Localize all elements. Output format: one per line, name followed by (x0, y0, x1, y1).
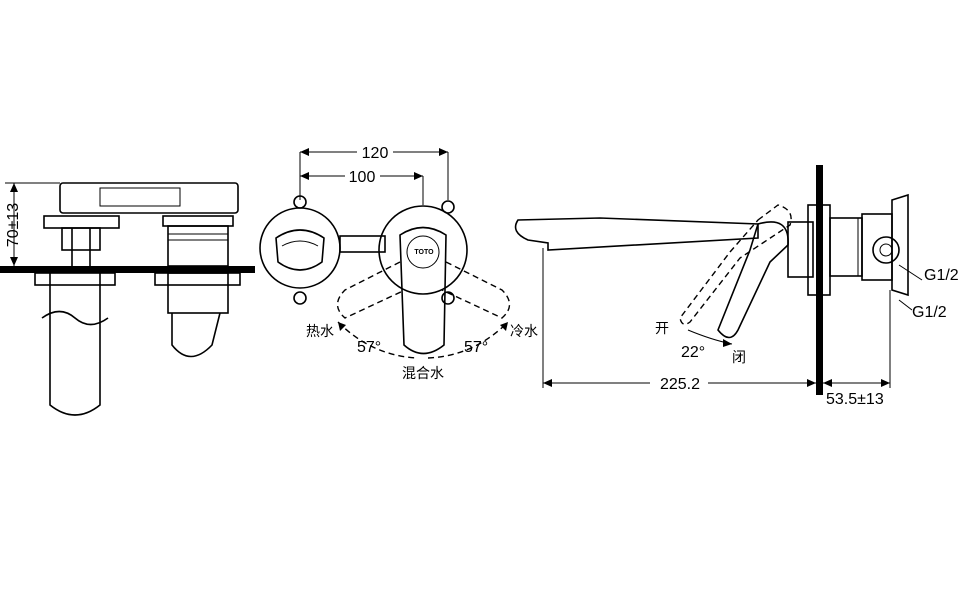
left-pipe-collar (34, 272, 116, 286)
handle-side (717, 221, 789, 339)
right-flange (162, 215, 234, 227)
depth-225-label: 225.2 (660, 376, 700, 393)
wall-line (816, 165, 823, 395)
right-cartridge-top (167, 225, 229, 267)
angle-arrows (338, 322, 508, 331)
inlet-bore (879, 243, 893, 257)
angle-arc-right (427, 321, 509, 359)
thread-lower-label: G1/2 (912, 304, 947, 321)
left-coupling (61, 227, 101, 251)
mixer-handle (399, 226, 447, 355)
width-100-label: 100 (349, 169, 376, 186)
mount-hole-right-top (441, 200, 455, 214)
left-flange (43, 215, 120, 229)
right-collar (154, 272, 241, 286)
handle-tilt-position (679, 204, 792, 325)
dim-arrows-70 (10, 183, 18, 266)
height-dimension-label: 70±13 (5, 203, 22, 247)
side-section-view (0, 182, 255, 416)
mount-bracket (891, 193, 909, 297)
angle-arc-left (337, 321, 419, 359)
width-120-label: 120 (362, 145, 389, 162)
thread-upper-label: G1/2 (924, 267, 959, 284)
angle-right-label: 57° (464, 339, 488, 356)
cold-water-label: 冷水 (510, 324, 538, 340)
thread-leader-upper (898, 264, 923, 281)
handle-cap (406, 235, 440, 269)
open-label: 开 (655, 321, 669, 337)
in-wall-valve (829, 217, 863, 277)
hot-water-label: 热水 (306, 324, 334, 340)
thread-leader-lower (898, 299, 913, 311)
wall-plate (0, 266, 255, 273)
spout-front (275, 229, 325, 271)
spout-side (514, 217, 759, 251)
tilt-arrow (723, 339, 732, 347)
spout-escutcheon (259, 207, 341, 289)
depth-53-label: 53.5±13 (826, 391, 884, 408)
close-label: 闭 (732, 350, 746, 366)
mixed-water-label: 混合水 (402, 366, 444, 382)
handle-escutcheon (378, 205, 468, 295)
brand-mark: TOTO (414, 249, 434, 256)
right-spout-stub (171, 312, 221, 358)
body-neck (787, 221, 814, 278)
valve-body-top (59, 182, 239, 214)
side-elevation-view (514, 165, 923, 395)
handle-hot-position (336, 261, 406, 319)
angle-left-label: 57° (357, 339, 381, 356)
left-break-line (41, 310, 109, 326)
inlet-fitting (872, 236, 900, 264)
connecting-bar (339, 235, 386, 253)
right-cartridge-body (167, 272, 229, 314)
front-view (259, 148, 511, 359)
spout-outlet (281, 240, 319, 247)
mount-hole-left-bottom (293, 291, 307, 305)
mount-hole-right-bottom (441, 291, 455, 305)
valve-housing (861, 213, 893, 281)
handle-cold-position (441, 261, 511, 319)
mount-hole-left-top (293, 195, 307, 209)
left-pipe (49, 273, 101, 416)
valve-body-inner (99, 187, 181, 207)
tilt-angle-label: 22° (681, 344, 705, 361)
